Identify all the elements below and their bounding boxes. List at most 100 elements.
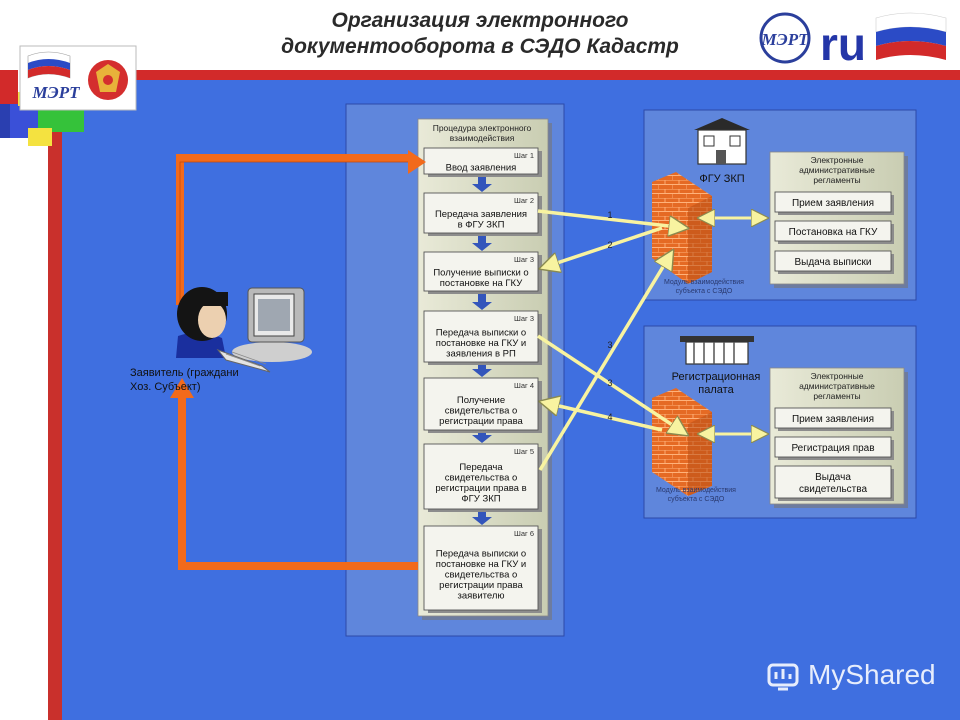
reglament-title-line: административные bbox=[799, 381, 875, 391]
arrow-number: 3 bbox=[607, 340, 612, 350]
step-down-arrow bbox=[478, 365, 486, 370]
step-text: регистрации права bbox=[439, 580, 523, 591]
reglament-item-2: Регистрация прав bbox=[774, 436, 894, 460]
step-text: ФГУ ЗКП bbox=[461, 494, 500, 505]
myshared-watermark: MyShared bbox=[766, 652, 936, 698]
arrow-number: 4 bbox=[607, 412, 612, 422]
mert-ru-logo: МЭРТ ru bbox=[759, 12, 947, 70]
reglament-item-text: Прием заявления bbox=[792, 414, 874, 425]
step-text: Передача bbox=[459, 462, 503, 473]
step-text: Передача заявления bbox=[435, 209, 527, 220]
arrow-number: 1 bbox=[607, 210, 612, 220]
registration-label-line: Регистрационная bbox=[672, 371, 761, 383]
watermark-text: MyShared bbox=[808, 659, 936, 690]
step-number: Шаг 1 bbox=[514, 151, 534, 160]
step-down-arrowhead bbox=[472, 435, 492, 443]
step-text: регистрации права в bbox=[435, 483, 526, 494]
arrow-step-2 bbox=[537, 209, 686, 228]
step-down-arrow bbox=[478, 294, 486, 303]
step-text: Получение выписки о bbox=[433, 268, 528, 279]
reglament-title-line: регламенты bbox=[813, 391, 860, 401]
fgu-zkp-label: ФГУ ЗКП bbox=[699, 173, 744, 185]
fgu-reglaments: ЭлектронныеадминистративныерегламентыПри… bbox=[774, 155, 894, 274]
arrow-number: 3 bbox=[607, 378, 612, 388]
step-text: Передача выписки о bbox=[436, 327, 526, 338]
step-text: постановке на ГКУ и bbox=[436, 338, 526, 349]
reglament-item-rect bbox=[774, 250, 892, 272]
module-label-line: Модуль взаимодействия bbox=[656, 486, 736, 494]
step-number: Шаг 5 bbox=[514, 447, 534, 456]
step-text: в ФГУ ЗКП bbox=[458, 220, 505, 231]
reglament-item-rect bbox=[774, 436, 892, 458]
step-down-arrowhead bbox=[472, 184, 492, 192]
step-down-arrowhead bbox=[472, 369, 492, 377]
step-number: Шаг 4 bbox=[514, 381, 534, 390]
step-down-arrow bbox=[478, 236, 486, 244]
reglament-item-rect bbox=[774, 191, 892, 213]
step-text: Передача выписки о bbox=[436, 548, 526, 559]
reglament-item-text: Прием заявления bbox=[792, 198, 874, 209]
mert-emblem-logo: МЭРТ bbox=[19, 45, 137, 111]
step-number: Шаг 2 bbox=[514, 196, 534, 205]
step-text: Получение bbox=[457, 395, 505, 406]
reglament-item-text: Регистрация прав bbox=[791, 443, 874, 454]
step-rect bbox=[423, 147, 539, 175]
arrow-step-3-transfer bbox=[537, 334, 686, 434]
registration-label-line: палата bbox=[698, 384, 734, 396]
step-rect bbox=[423, 192, 539, 234]
reglament-item-rect bbox=[774, 465, 892, 499]
step-text: свидетельства о bbox=[445, 473, 518, 484]
step-text: регистрации права bbox=[439, 416, 523, 427]
reglament-item-2: Постановка на ГКУ bbox=[774, 220, 894, 244]
exchange-arrows bbox=[537, 209, 686, 471]
page-title: Организация электронного документооборот… bbox=[250, 8, 710, 60]
step-rect bbox=[423, 310, 539, 363]
myshared-logo-icon bbox=[767, 663, 799, 691]
title-line-1: Организация электронного bbox=[331, 9, 629, 32]
step-down-arrow bbox=[478, 177, 486, 185]
step-rect bbox=[423, 443, 539, 510]
arrow-numbers: 1 2 3 3 4 bbox=[607, 210, 612, 422]
chamber-building-icon bbox=[680, 336, 754, 365]
svg-text:ru: ru bbox=[820, 18, 866, 70]
reglament-title-line: Электронные bbox=[811, 371, 864, 381]
arrow-number: 2 bbox=[607, 240, 612, 250]
step-down-arrow bbox=[478, 512, 486, 518]
reglament-title-line: регламенты bbox=[813, 175, 860, 185]
step-number: Шаг 3 bbox=[514, 314, 534, 323]
step-down-arrowhead bbox=[472, 517, 492, 525]
applicant-label-line: Заявитель (граждани bbox=[130, 367, 239, 379]
reglament-title-line: Электронные bbox=[811, 155, 864, 165]
left-red-bar bbox=[48, 80, 62, 720]
orange-applicant-arrows bbox=[170, 150, 426, 570]
reglament-item-rect bbox=[774, 220, 892, 242]
arrow-step-4 bbox=[542, 402, 663, 432]
arrow-step-5 bbox=[538, 252, 672, 471]
step-text: постановке на ГКУ и bbox=[436, 559, 526, 570]
procedure-title-line: Процедура электронного bbox=[433, 123, 532, 133]
step-down-arrowhead bbox=[472, 243, 492, 251]
step-number: Шаг 3 bbox=[514, 255, 534, 264]
reglament-item-text: свидетельства bbox=[799, 484, 867, 495]
applicant-label-line: Хоз. Субъект) bbox=[130, 381, 201, 393]
step-text: заявителю bbox=[457, 590, 504, 601]
step-text: свидетельства о bbox=[445, 569, 518, 580]
reglament-item-text: Выдача выписки bbox=[794, 257, 871, 268]
reglament-item-1: Прием заявления bbox=[774, 191, 894, 215]
reglament-item-rect bbox=[774, 407, 892, 429]
step-down-arrow bbox=[478, 433, 486, 436]
svg-text:МЭРТ: МЭРТ bbox=[32, 83, 81, 102]
module-label-line: субъекта с СЭДО bbox=[676, 287, 733, 295]
